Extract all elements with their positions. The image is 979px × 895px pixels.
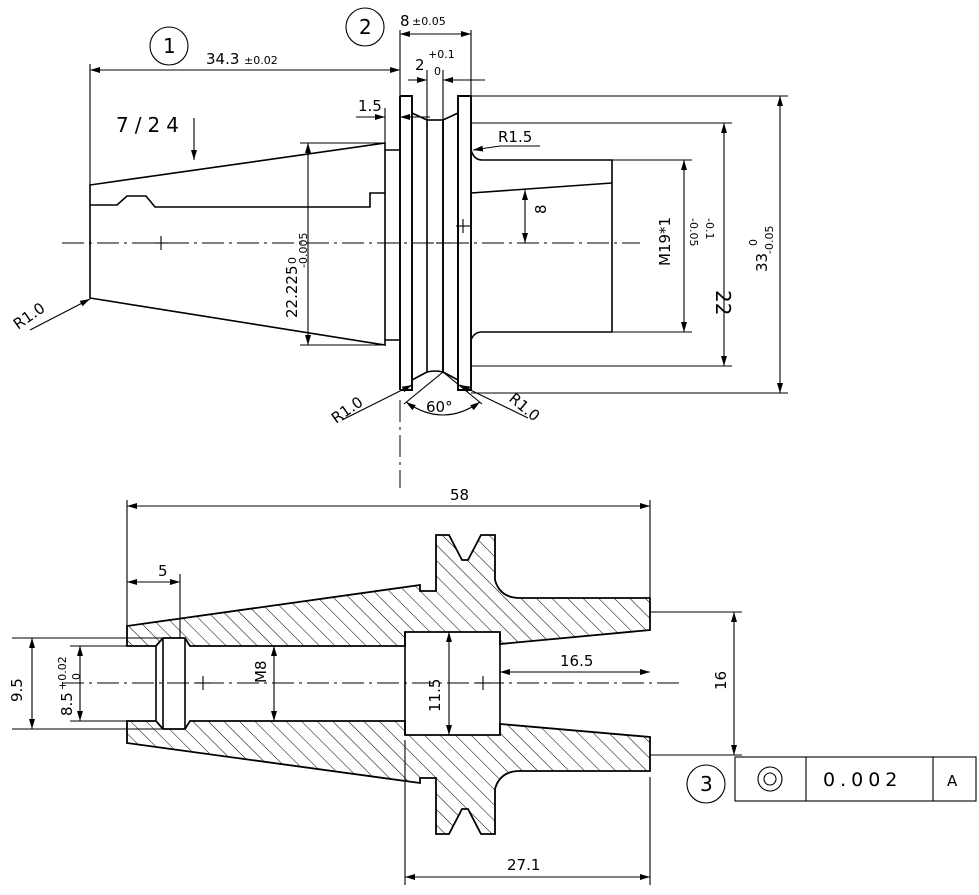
dim-85: 8.5 bbox=[58, 692, 76, 716]
radius-r10-left: R1.0 bbox=[10, 299, 48, 333]
dim-flange-dia-tol-lower: -0.05 bbox=[763, 226, 776, 254]
dim-step: 1.5 bbox=[358, 97, 382, 115]
dim-95: 9.5 bbox=[8, 678, 26, 702]
dim-taper-dia-tol-upper: 0 bbox=[286, 257, 299, 264]
balloon-2 bbox=[345, 7, 385, 47]
top-view: 34.3 ±0.02 1 7/24 2 8 ±0.05 2 +0.1 0 1.5 bbox=[10, 7, 788, 488]
shank bbox=[470, 149, 613, 341]
radius-r10-bottom-left: R1.0 bbox=[328, 393, 366, 427]
concentricity-icon bbox=[757, 766, 783, 792]
balloon-1 bbox=[149, 26, 189, 66]
feature-control-frame: 0.002 A bbox=[734, 756, 977, 802]
dim-85-tol-upper: +0.02 bbox=[56, 656, 69, 690]
dim-16: 16 bbox=[712, 671, 730, 690]
shoulder bbox=[385, 149, 400, 341]
datum-label: A bbox=[947, 772, 958, 790]
dim-taper-dia: 22.225 bbox=[283, 266, 301, 319]
dim-flange-width-tol: ±0.05 bbox=[412, 15, 446, 28]
section-view: 58 5 9.5 8.5 +0.02 0 M8 11.5 16.5 16 bbox=[8, 486, 977, 885]
dim-m8: M8 bbox=[252, 661, 270, 684]
radius-r15: R1.5 bbox=[498, 128, 532, 146]
taper-body bbox=[89, 142, 386, 346]
balloon-3-label: 3 bbox=[700, 772, 713, 796]
dim-total-length: 58 bbox=[450, 486, 469, 504]
taper-label: 7/24 bbox=[116, 113, 185, 137]
dim-165: 16.5 bbox=[560, 652, 593, 670]
upper-section-wall bbox=[126, 534, 651, 647]
dim-groove-dia: 22 bbox=[711, 290, 735, 315]
dim-small-8: 8 bbox=[532, 204, 550, 214]
dim-groove-dia-tol-lower: -0.1 bbox=[703, 218, 716, 239]
dim-5: 5 bbox=[158, 562, 168, 580]
dim-271: 27.1 bbox=[507, 856, 540, 874]
dim-taper-length-tol: ±0.02 bbox=[244, 54, 278, 67]
balloon-3 bbox=[686, 764, 726, 804]
radius-r10-bottom-right: R1.0 bbox=[505, 389, 543, 425]
dim-flange-dia-tol-upper: 0 bbox=[747, 239, 760, 246]
dim-groove-tol-lower: 0 bbox=[434, 65, 441, 78]
balloon-1-label: 1 bbox=[163, 34, 176, 58]
dim-taper-length: 34.3 bbox=[206, 50, 239, 68]
tolerance-value: 0.002 bbox=[823, 769, 902, 791]
dim-thread: M19*1 bbox=[656, 217, 674, 266]
angle-label: 60° bbox=[426, 398, 453, 416]
dim-115: 11.5 bbox=[426, 679, 444, 712]
dim-flange-width: 8 bbox=[400, 12, 410, 30]
lower-section-wall bbox=[126, 720, 651, 835]
dim-taper-dia-tol-lower: -0.005 bbox=[297, 233, 310, 268]
dim-groove-dia-tol-upper: -0.05 bbox=[687, 218, 700, 246]
balloon-2-label: 2 bbox=[359, 15, 372, 39]
dim-groove-width: 2 bbox=[415, 56, 425, 74]
dim-85-tol-lower: 0 bbox=[70, 673, 83, 680]
dim-groove-tol-upper: +0.1 bbox=[428, 48, 455, 61]
dim-flange-dia: 33 bbox=[753, 253, 771, 272]
